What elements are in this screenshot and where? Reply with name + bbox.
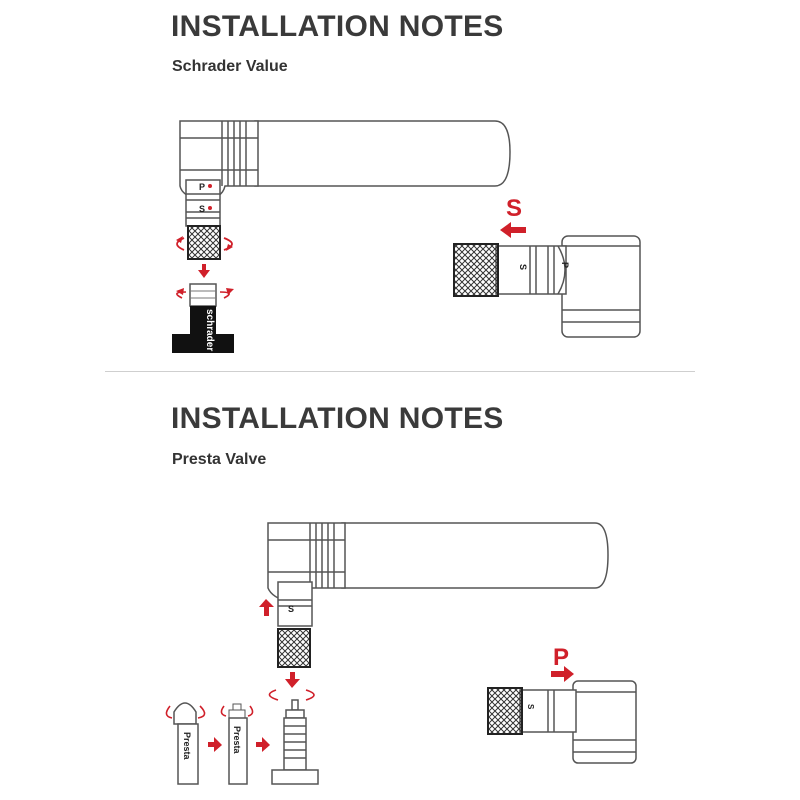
presta-step-1 [165, 702, 206, 785]
left-arrow-icon [500, 222, 526, 238]
section-title-presta: INSTALLATION NOTES [171, 402, 504, 435]
section-title-schrader: INSTALLATION NOTES [171, 10, 504, 43]
mark-dot-icon [208, 184, 212, 188]
schrader-valve-label: schrader [204, 309, 215, 351]
down-arrow-icon [285, 672, 300, 688]
right-arrow-icon [256, 737, 270, 752]
presta-head-mark-s: S [288, 604, 294, 614]
section-subtitle-schrader: Schrader Value [172, 58, 288, 75]
schrader-head-side-view [453, 235, 641, 338]
schrader-head-mark-s: S [199, 204, 205, 214]
side-mark-s: S [518, 264, 528, 270]
rotate-arrow-icon [268, 689, 315, 701]
presta-step1-label: Presta [182, 732, 192, 761]
rotate-arrowhead-icon [226, 244, 233, 251]
mark-dot-icon [208, 206, 212, 210]
presta-adapter-illustration [271, 699, 319, 785]
rotate-arrowhead-icon [176, 236, 183, 243]
schrader-valve-illustration [172, 283, 234, 353]
schrader-head-mark-p: P [199, 182, 205, 192]
presta-step2-label: Presta [232, 726, 242, 755]
down-arrow-icon [198, 264, 210, 278]
section-divider [105, 371, 695, 372]
presta-side-mark-s: S [526, 704, 535, 710]
right-arrow-icon [551, 666, 574, 682]
schrader-mode-indicator: S [506, 195, 522, 222]
up-arrow-icon [259, 599, 274, 616]
side-mark-p: P [560, 262, 570, 268]
right-arrow-icon [208, 737, 222, 752]
presta-mode-indicator: P [553, 644, 569, 671]
section-subtitle-presta: Presta Valve [172, 451, 267, 468]
presta-pump-illustration [267, 522, 609, 668]
presta-head-side-view [487, 680, 637, 764]
schrader-pump-illustration [179, 120, 511, 260]
presta-step-2 [220, 703, 254, 785]
